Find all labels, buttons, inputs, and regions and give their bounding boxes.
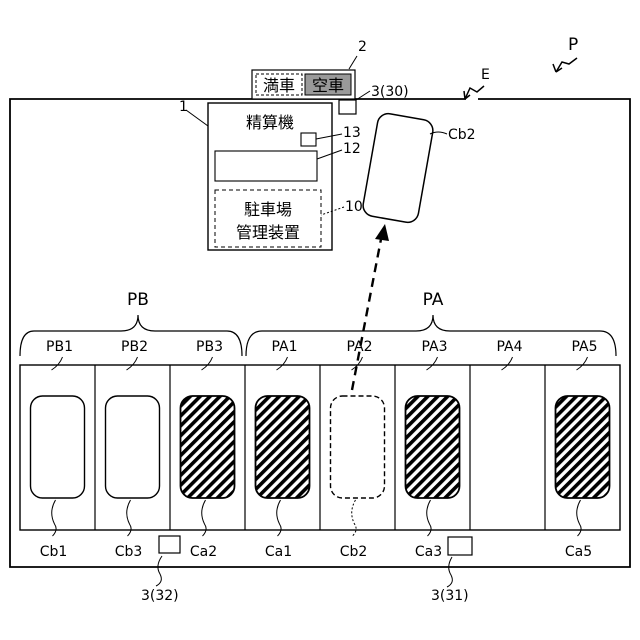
entrance-label: E <box>481 67 490 83</box>
car-ca1 <box>256 396 310 498</box>
car-label-ca5: Ca5 <box>565 544 592 560</box>
sensor-32-label: 3(32) <box>141 588 179 604</box>
space-label-pa2: PA2 <box>346 339 372 355</box>
moving-car-cb2 <box>361 112 434 224</box>
sign-full-text: 満車 <box>263 76 295 95</box>
car-cb1 <box>31 396 85 498</box>
management-line-1: 駐車場 <box>244 200 292 219</box>
moving-car-label: Cb2 <box>448 127 476 143</box>
car-label-ca1: Ca1 <box>265 544 292 560</box>
space-label-leader <box>577 357 588 370</box>
sensor-32 <box>159 536 180 553</box>
parking-spaces: PB1Cb1 PB2Cb3 PB3Ca2 PA1Ca1 PA2Cb2 PA3Ca3 PA4 P… <box>20 339 620 560</box>
space-label-pa3: PA3 <box>421 339 447 355</box>
payment-display-ref: 12 <box>343 141 361 157</box>
payment-machine-title: 精算機 <box>246 113 294 132</box>
car-cb3 <box>106 396 160 498</box>
space-label-pb1: PB1 <box>46 339 73 355</box>
space-label-pb2: PB2 <box>121 339 148 355</box>
payment-small-box <box>301 133 316 146</box>
space-label-leader <box>427 357 438 370</box>
space-label-pa1: PA1 <box>271 339 297 355</box>
car-label-cb1: Cb1 <box>40 544 68 560</box>
car-label-ca2: Ca2 <box>190 544 217 560</box>
parking-lot-label: P <box>568 35 578 55</box>
sensor-31-label: 3(31) <box>431 588 469 604</box>
payment-small-box-ref: 13 <box>343 125 361 141</box>
group-pa-label: PA <box>423 290 444 310</box>
sign-ref: 2 <box>358 39 367 55</box>
car-ca2 <box>181 396 235 498</box>
sign-ref-leader <box>349 56 357 69</box>
car-cb2 <box>331 396 385 498</box>
space-label-leader <box>502 357 513 370</box>
car-ca3 <box>406 396 460 498</box>
space-label-pb3: PB3 <box>196 339 223 355</box>
car-label-ca3: Ca3 <box>415 544 442 560</box>
sensor-32-leader <box>156 556 162 586</box>
sensor-30 <box>339 100 356 114</box>
payment-display <box>215 151 317 181</box>
sensor-31 <box>448 537 472 555</box>
space-label-leader <box>52 357 63 370</box>
space-label-pa5: PA5 <box>571 339 597 355</box>
payment-machine-leader <box>186 110 208 126</box>
space-label-leader <box>202 357 213 370</box>
car-label-cb2: Cb2 <box>340 544 368 560</box>
management-line-2: 管理装置 <box>236 223 300 242</box>
management-ref: 10 <box>345 199 363 215</box>
movement-arrowhead <box>375 224 389 241</box>
car-label-cb3: Cb3 <box>115 544 143 560</box>
sensor-30-label: 3(30) <box>371 84 409 100</box>
payment-machine-ref: 1 <box>179 99 188 115</box>
space-label-leader <box>127 357 138 370</box>
space-label-leader <box>277 357 288 370</box>
car-ca5 <box>556 396 610 498</box>
sensor-31-leader <box>447 557 452 587</box>
group-pb-label: PB <box>127 290 149 310</box>
space-label-pa4: PA4 <box>496 339 522 355</box>
sign-vacant-text: 空車 <box>312 76 344 95</box>
